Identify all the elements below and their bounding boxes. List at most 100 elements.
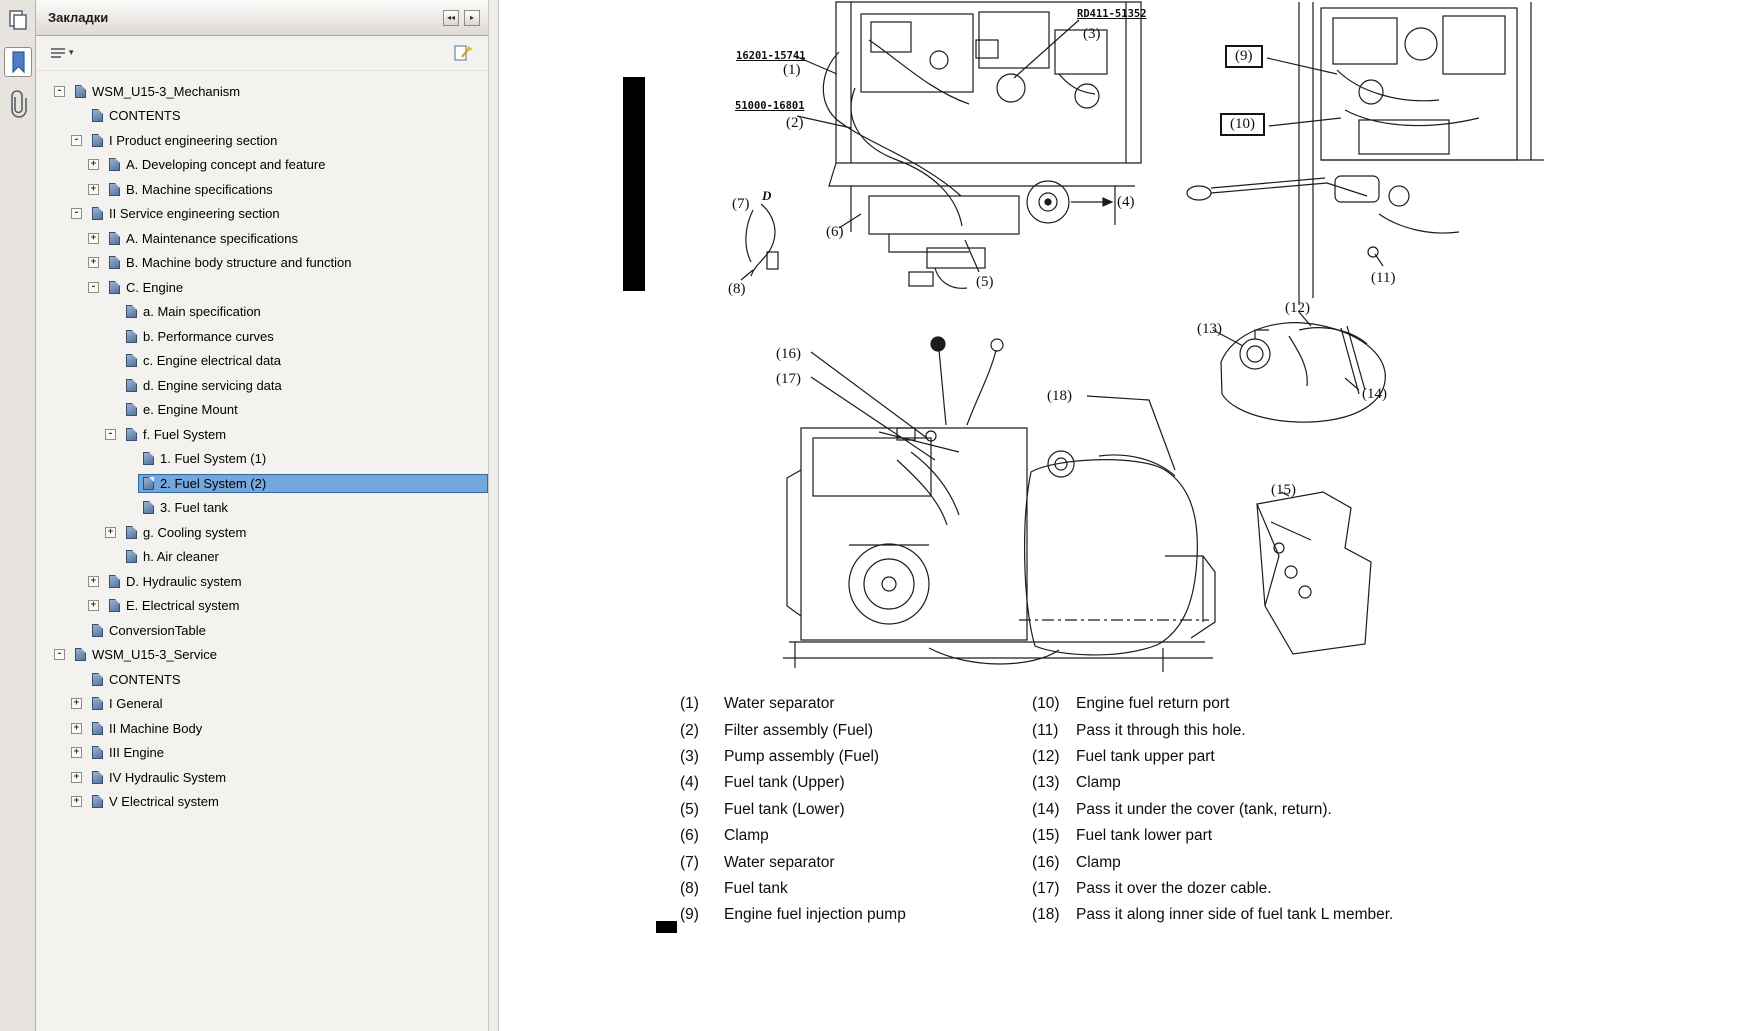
bookmark-row-body[interactable]: h. Air cleaner bbox=[121, 547, 488, 566]
bookmark-row-body[interactable]: 3. Fuel tank bbox=[138, 498, 488, 517]
bookmark-label[interactable]: WSM_U15-3_Service bbox=[92, 647, 217, 662]
bookmark-label[interactable]: CONTENTS bbox=[109, 108, 181, 123]
bookmark-tree-item[interactable]: h. Air cleaner bbox=[36, 545, 488, 570]
bookmark-tree-item[interactable]: + g. Cooling system bbox=[36, 520, 488, 545]
bookmark-row-body[interactable]: b. Performance curves bbox=[121, 327, 488, 346]
bookmark-label[interactable]: b. Performance curves bbox=[143, 329, 274, 344]
bookmark-row-body[interactable]: C. Engine bbox=[104, 278, 488, 297]
bookmark-row-body[interactable]: e. Engine Mount bbox=[121, 400, 488, 419]
bookmark-label[interactable]: A. Maintenance specifications bbox=[126, 231, 298, 246]
bookmark-label[interactable]: d. Engine servicing data bbox=[143, 378, 282, 393]
bookmark-row-body[interactable]: CONTENTS bbox=[87, 670, 488, 689]
bookmark-row-body[interactable]: WSM_U15-3_Service bbox=[70, 645, 488, 664]
expander-icon[interactable]: + bbox=[88, 233, 99, 244]
expander-icon[interactable]: + bbox=[105, 527, 116, 538]
bookmark-tree-item[interactable]: + III Engine bbox=[36, 741, 488, 766]
bookmark-label[interactable]: II Service engineering section bbox=[109, 206, 280, 221]
bookmark-row-body[interactable]: I General bbox=[87, 694, 488, 713]
bookmark-row-body[interactable]: g. Cooling system bbox=[121, 523, 488, 542]
bookmark-label[interactable]: 3. Fuel tank bbox=[160, 500, 228, 515]
expand-current-bookmark-button[interactable] bbox=[450, 42, 478, 65]
bookmark-row-body[interactable]: D. Hydraulic system bbox=[104, 572, 488, 591]
bookmark-label[interactable]: ConversionTable bbox=[109, 623, 206, 638]
expander-icon[interactable]: + bbox=[88, 159, 99, 170]
bookmark-tree-item[interactable]: + E. Electrical system bbox=[36, 594, 488, 619]
bookmark-row-body[interactable]: IV Hydraulic System bbox=[87, 768, 488, 787]
bookmark-label[interactable]: 1. Fuel System (1) bbox=[160, 451, 266, 466]
bookmark-tree-item[interactable]: b. Performance curves bbox=[36, 324, 488, 349]
bookmark-row-body[interactable]: A. Maintenance specifications bbox=[104, 229, 488, 248]
bookmark-row-body[interactable]: III Engine bbox=[87, 743, 488, 762]
bookmark-tree-item[interactable]: + II Machine Body bbox=[36, 716, 488, 741]
bookmark-row-body[interactable]: V Electrical system bbox=[87, 792, 488, 811]
bookmark-tree-item[interactable]: + A. Developing concept and feature bbox=[36, 153, 488, 178]
bookmark-row-body[interactable]: A. Developing concept and feature bbox=[104, 155, 488, 174]
bookmark-label[interactable]: III Engine bbox=[109, 745, 164, 760]
bookmark-label[interactable]: f. Fuel System bbox=[143, 427, 226, 442]
expander-icon[interactable]: - bbox=[71, 135, 82, 146]
bookmark-row-body[interactable]: 2. Fuel System (2) bbox=[138, 474, 488, 493]
collapse-panel-button[interactable]: ◂◂ bbox=[443, 10, 459, 26]
bookmark-tree-item[interactable]: + B. Machine body structure and function bbox=[36, 251, 488, 276]
expander-icon[interactable]: - bbox=[88, 282, 99, 293]
bookmark-row-body[interactable]: II Machine Body bbox=[87, 719, 488, 738]
bookmark-row-body[interactable]: CONTENTS bbox=[87, 106, 488, 125]
bookmark-label[interactable]: B. Machine body structure and function bbox=[126, 255, 351, 270]
bookmark-label[interactable]: 2. Fuel System (2) bbox=[160, 476, 266, 491]
bookmark-tree-item[interactable]: a. Main specification bbox=[36, 300, 488, 325]
options-menu-button[interactable]: ▾ bbox=[46, 43, 78, 63]
bookmark-tree-item[interactable]: - C. Engine bbox=[36, 275, 488, 300]
bookmark-row-body[interactable]: ConversionTable bbox=[87, 621, 488, 640]
bookmark-row-body[interactable]: a. Main specification bbox=[121, 302, 488, 321]
bookmark-label[interactable]: II Machine Body bbox=[109, 721, 202, 736]
bookmark-tree-item[interactable]: CONTENTS bbox=[36, 104, 488, 129]
bookmark-tree-item[interactable]: ConversionTable bbox=[36, 618, 488, 643]
bookmark-tree-item[interactable]: 3. Fuel tank bbox=[36, 496, 488, 521]
expander-icon[interactable]: + bbox=[71, 698, 82, 709]
bookmark-tree-item[interactable]: + B. Machine specifications bbox=[36, 177, 488, 202]
expander-icon[interactable]: - bbox=[54, 649, 65, 660]
bookmark-tree-item[interactable]: + V Electrical system bbox=[36, 790, 488, 815]
expand-panel-button[interactable]: ▸ bbox=[464, 10, 480, 26]
bookmark-tree-item[interactable]: e. Engine Mount bbox=[36, 398, 488, 423]
document-area[interactable]: 16201-15741(1)51000-16801(2)RD411-51352(… bbox=[499, 0, 1747, 1031]
bookmark-label[interactable]: h. Air cleaner bbox=[143, 549, 219, 564]
bookmarks-tab[interactable] bbox=[4, 47, 32, 77]
expander-icon[interactable]: + bbox=[71, 747, 82, 758]
bookmark-tree-item[interactable]: - II Service engineering section bbox=[36, 202, 488, 227]
attachments-tab[interactable] bbox=[4, 89, 32, 119]
expander-icon[interactable]: - bbox=[71, 208, 82, 219]
bookmark-label[interactable]: a. Main specification bbox=[143, 304, 261, 319]
expander-icon[interactable]: + bbox=[88, 257, 99, 268]
bookmark-label[interactable]: B. Machine specifications bbox=[126, 182, 273, 197]
bookmark-row-body[interactable]: f. Fuel System bbox=[121, 425, 488, 444]
expander-icon[interactable]: - bbox=[105, 429, 116, 440]
bookmark-tree-item[interactable]: - WSM_U15-3_Service bbox=[36, 643, 488, 668]
bookmark-row-body[interactable]: 1. Fuel System (1) bbox=[138, 449, 488, 468]
bookmark-label[interactable]: IV Hydraulic System bbox=[109, 770, 226, 785]
expander-icon[interactable]: + bbox=[71, 723, 82, 734]
bookmark-row-body[interactable]: B. Machine specifications bbox=[104, 180, 488, 199]
bookmark-tree-item[interactable]: - I Product engineering section bbox=[36, 128, 488, 153]
bookmark-tree-item[interactable]: - f. Fuel System bbox=[36, 422, 488, 447]
expander-icon[interactable]: + bbox=[88, 184, 99, 195]
bookmark-row-body[interactable]: d. Engine servicing data bbox=[121, 376, 488, 395]
bookmark-tree-item[interactable]: 2. Fuel System (2) bbox=[36, 471, 488, 496]
bookmark-tree-item[interactable]: + IV Hydraulic System bbox=[36, 765, 488, 790]
expander-icon[interactable]: + bbox=[88, 576, 99, 587]
bookmark-tree-item[interactable]: + I General bbox=[36, 692, 488, 717]
bookmark-tree-item[interactable]: + A. Maintenance specifications bbox=[36, 226, 488, 251]
bookmark-tree-item[interactable]: + D. Hydraulic system bbox=[36, 569, 488, 594]
bookmark-tree-item[interactable]: 1. Fuel System (1) bbox=[36, 447, 488, 472]
bookmark-label[interactable]: V Electrical system bbox=[109, 794, 219, 809]
bookmark-row-body[interactable]: c. Engine electrical data bbox=[121, 351, 488, 370]
bookmark-label[interactable]: I Product engineering section bbox=[109, 133, 277, 148]
expander-icon[interactable]: - bbox=[54, 86, 65, 97]
bookmark-tree-item[interactable]: - WSM_U15-3_Mechanism bbox=[36, 79, 488, 104]
bookmark-label[interactable]: I General bbox=[109, 696, 162, 711]
bookmark-label[interactable]: g. Cooling system bbox=[143, 525, 246, 540]
expander-icon[interactable]: + bbox=[71, 796, 82, 807]
bookmark-label[interactable]: A. Developing concept and feature bbox=[126, 157, 325, 172]
bookmark-tree-item[interactable]: CONTENTS bbox=[36, 667, 488, 692]
bookmark-row-body[interactable]: E. Electrical system bbox=[104, 596, 488, 615]
